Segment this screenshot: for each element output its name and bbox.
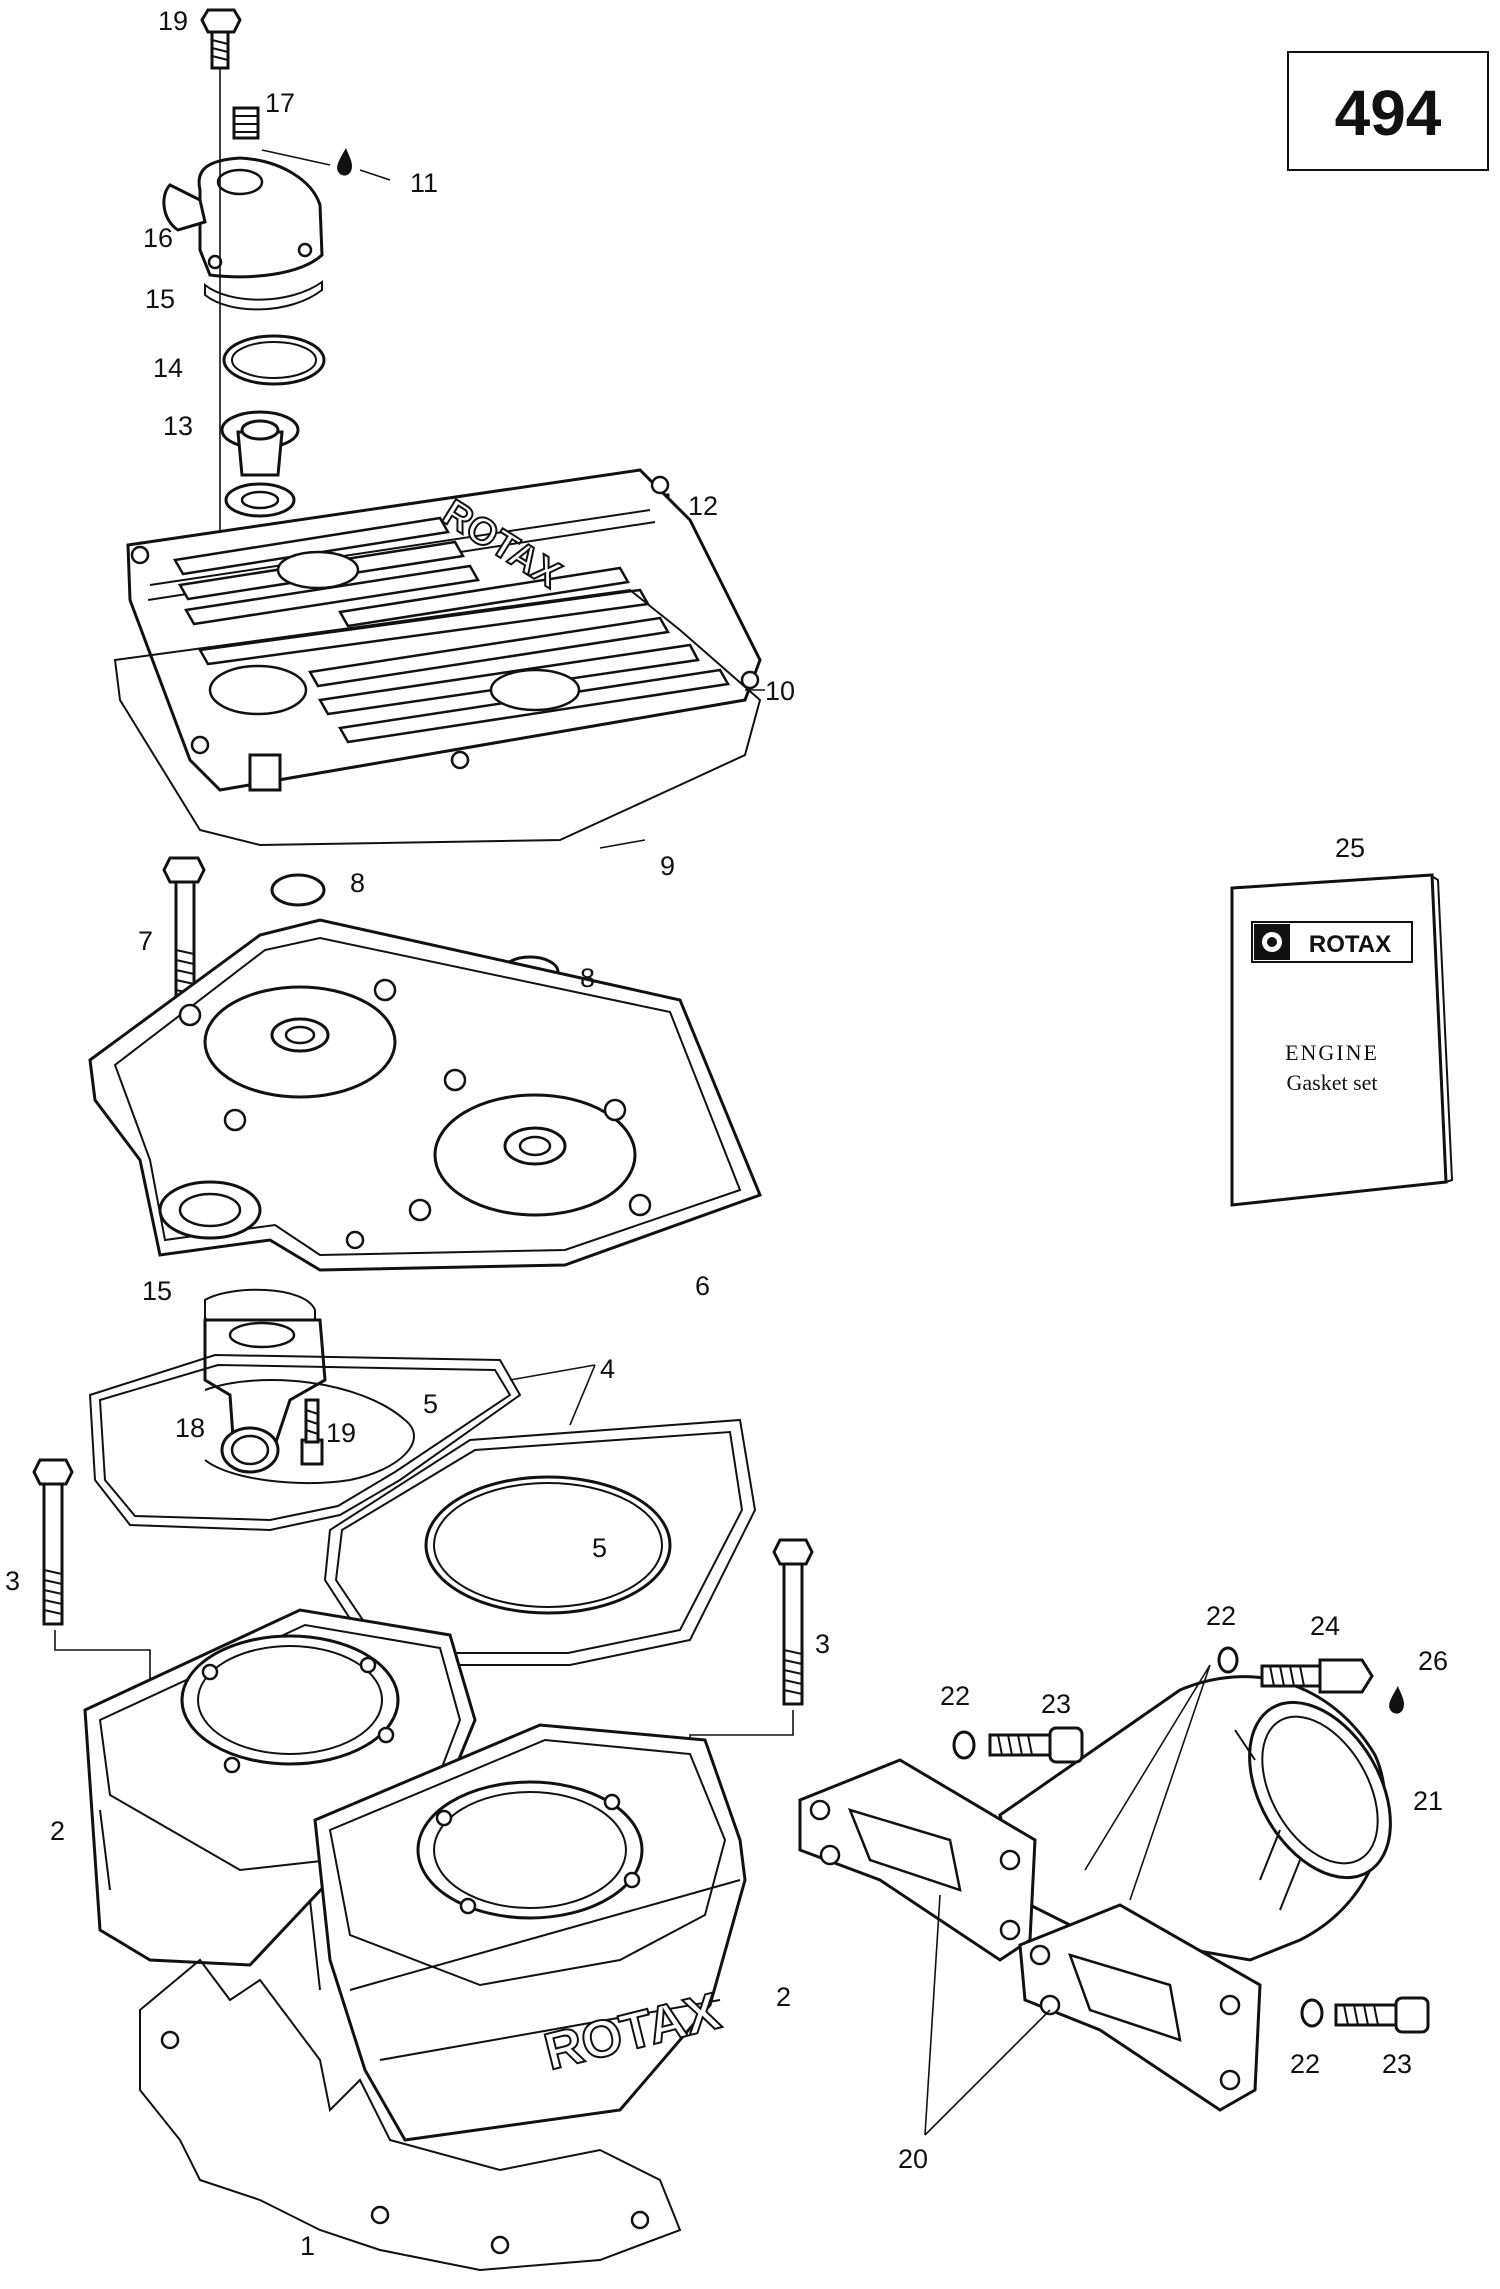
callout-9: 9	[660, 851, 675, 881]
callout-3-right: 3	[815, 1629, 830, 1659]
callout-3-left: 3	[5, 1566, 20, 1596]
callout-18: 18	[175, 1413, 205, 1443]
part-4-gasket-left	[88, 1353, 522, 1532]
part-23-bolt-mid	[988, 1726, 1084, 1764]
part-9-cover-gasket	[113, 588, 762, 847]
callout-14: 14	[153, 353, 183, 383]
callout-26: 26	[1418, 1646, 1448, 1676]
callout-15-lower: 15	[142, 1276, 172, 1306]
part-19-bolt-top	[200, 8, 242, 70]
part-25-gasket-set-manual: ROTAX ENGINE Gasket set	[1230, 873, 1454, 1207]
callout-21: 21	[1413, 1786, 1443, 1816]
page-number: 494	[1335, 77, 1442, 149]
page-number-box: 494	[1287, 51, 1489, 171]
callout-13: 13	[163, 411, 193, 441]
callout-24: 24	[1310, 1611, 1340, 1641]
callout-8-lower: 8	[580, 963, 595, 993]
part-13-thermostat	[220, 410, 300, 518]
part-6-cylinder-head	[88, 918, 762, 1272]
callout-11: 11	[410, 168, 438, 198]
part-8-o-ring-a	[270, 873, 326, 907]
callout-22-low: 22	[1290, 2049, 1320, 2079]
part-20-flange-upper	[798, 1758, 1037, 1962]
callout-1: 1	[300, 2231, 315, 2261]
part-4-gasket-right	[323, 1418, 757, 1666]
callout-19-lower: 19	[326, 1418, 356, 1448]
callout-7: 7	[138, 926, 153, 956]
part-17-plug	[232, 106, 260, 140]
callout-leaders	[261, 149, 765, 849]
part-3-bolt-left	[32, 1458, 74, 1626]
callout-4: 4	[600, 1354, 615, 1384]
callout-2-right: 2	[776, 1982, 791, 2012]
callout-17: 17	[265, 88, 295, 118]
callout-23-mid: 23	[1041, 1689, 1071, 1719]
callout-23-low: 23	[1382, 2049, 1412, 2079]
callout-5-upper: 5	[423, 1389, 438, 1419]
part-14-o-ring	[222, 334, 326, 386]
callout-19-top: 19	[158, 6, 188, 36]
part-23-bolt-low	[1334, 1996, 1430, 2034]
part-3-bolt-right	[772, 1538, 814, 1706]
callout-22-mid: 22	[940, 1681, 970, 1711]
callout-labels: 19 17 11 16 15 14 13 12 10 9 8 8 7 25 15…	[5, 6, 1448, 2261]
callout-2-left: 2	[50, 1816, 65, 1846]
part-22-washer-low	[1300, 1998, 1324, 2028]
part-15-gasket-top	[204, 280, 323, 311]
part-5-ring-upper	[204, 1379, 415, 1485]
part-5-ring-lower	[424, 1475, 672, 1615]
callout-6: 6	[695, 1271, 710, 1301]
part-19-bolt-lower	[300, 1398, 324, 1466]
part-22-washer-top	[1217, 1646, 1239, 1674]
part-10-head-cover: ROTAX	[126, 468, 762, 792]
manual-brand: ROTAX	[1309, 931, 1391, 958]
callout-12: 12	[688, 491, 718, 521]
part-11-sealant-drop	[337, 148, 352, 176]
part-26-sealant-drop	[1389, 1686, 1404, 1714]
manual-title-line2: Gasket set	[1286, 1070, 1377, 1095]
part-20-flange-lower	[1018, 1903, 1262, 2112]
manual-title-line1: ENGINE	[1285, 1040, 1379, 1065]
part-21-exhaust-manifold	[998, 1675, 1392, 1962]
part-1-base-gasket	[139, 1958, 682, 2272]
callout-25: 25	[1335, 833, 1365, 863]
part-24-bolt	[1260, 1658, 1374, 1694]
part-2-cylinder-right: ROTAX	[313, 1723, 747, 2142]
part-2-cylinder-left	[83, 1608, 477, 1991]
part-16-thermostat-housing	[162, 156, 324, 279]
part-22-washer-mid	[952, 1730, 976, 1760]
callout-5-lower: 5	[592, 1533, 607, 1563]
callout-20: 20	[898, 2144, 928, 2174]
callout-22-top: 22	[1206, 1601, 1236, 1631]
callout-8-upper: 8	[350, 868, 365, 898]
callout-15-top: 15	[145, 284, 175, 314]
callout-10: 10	[765, 676, 795, 706]
callout-16: 16	[143, 223, 173, 253]
